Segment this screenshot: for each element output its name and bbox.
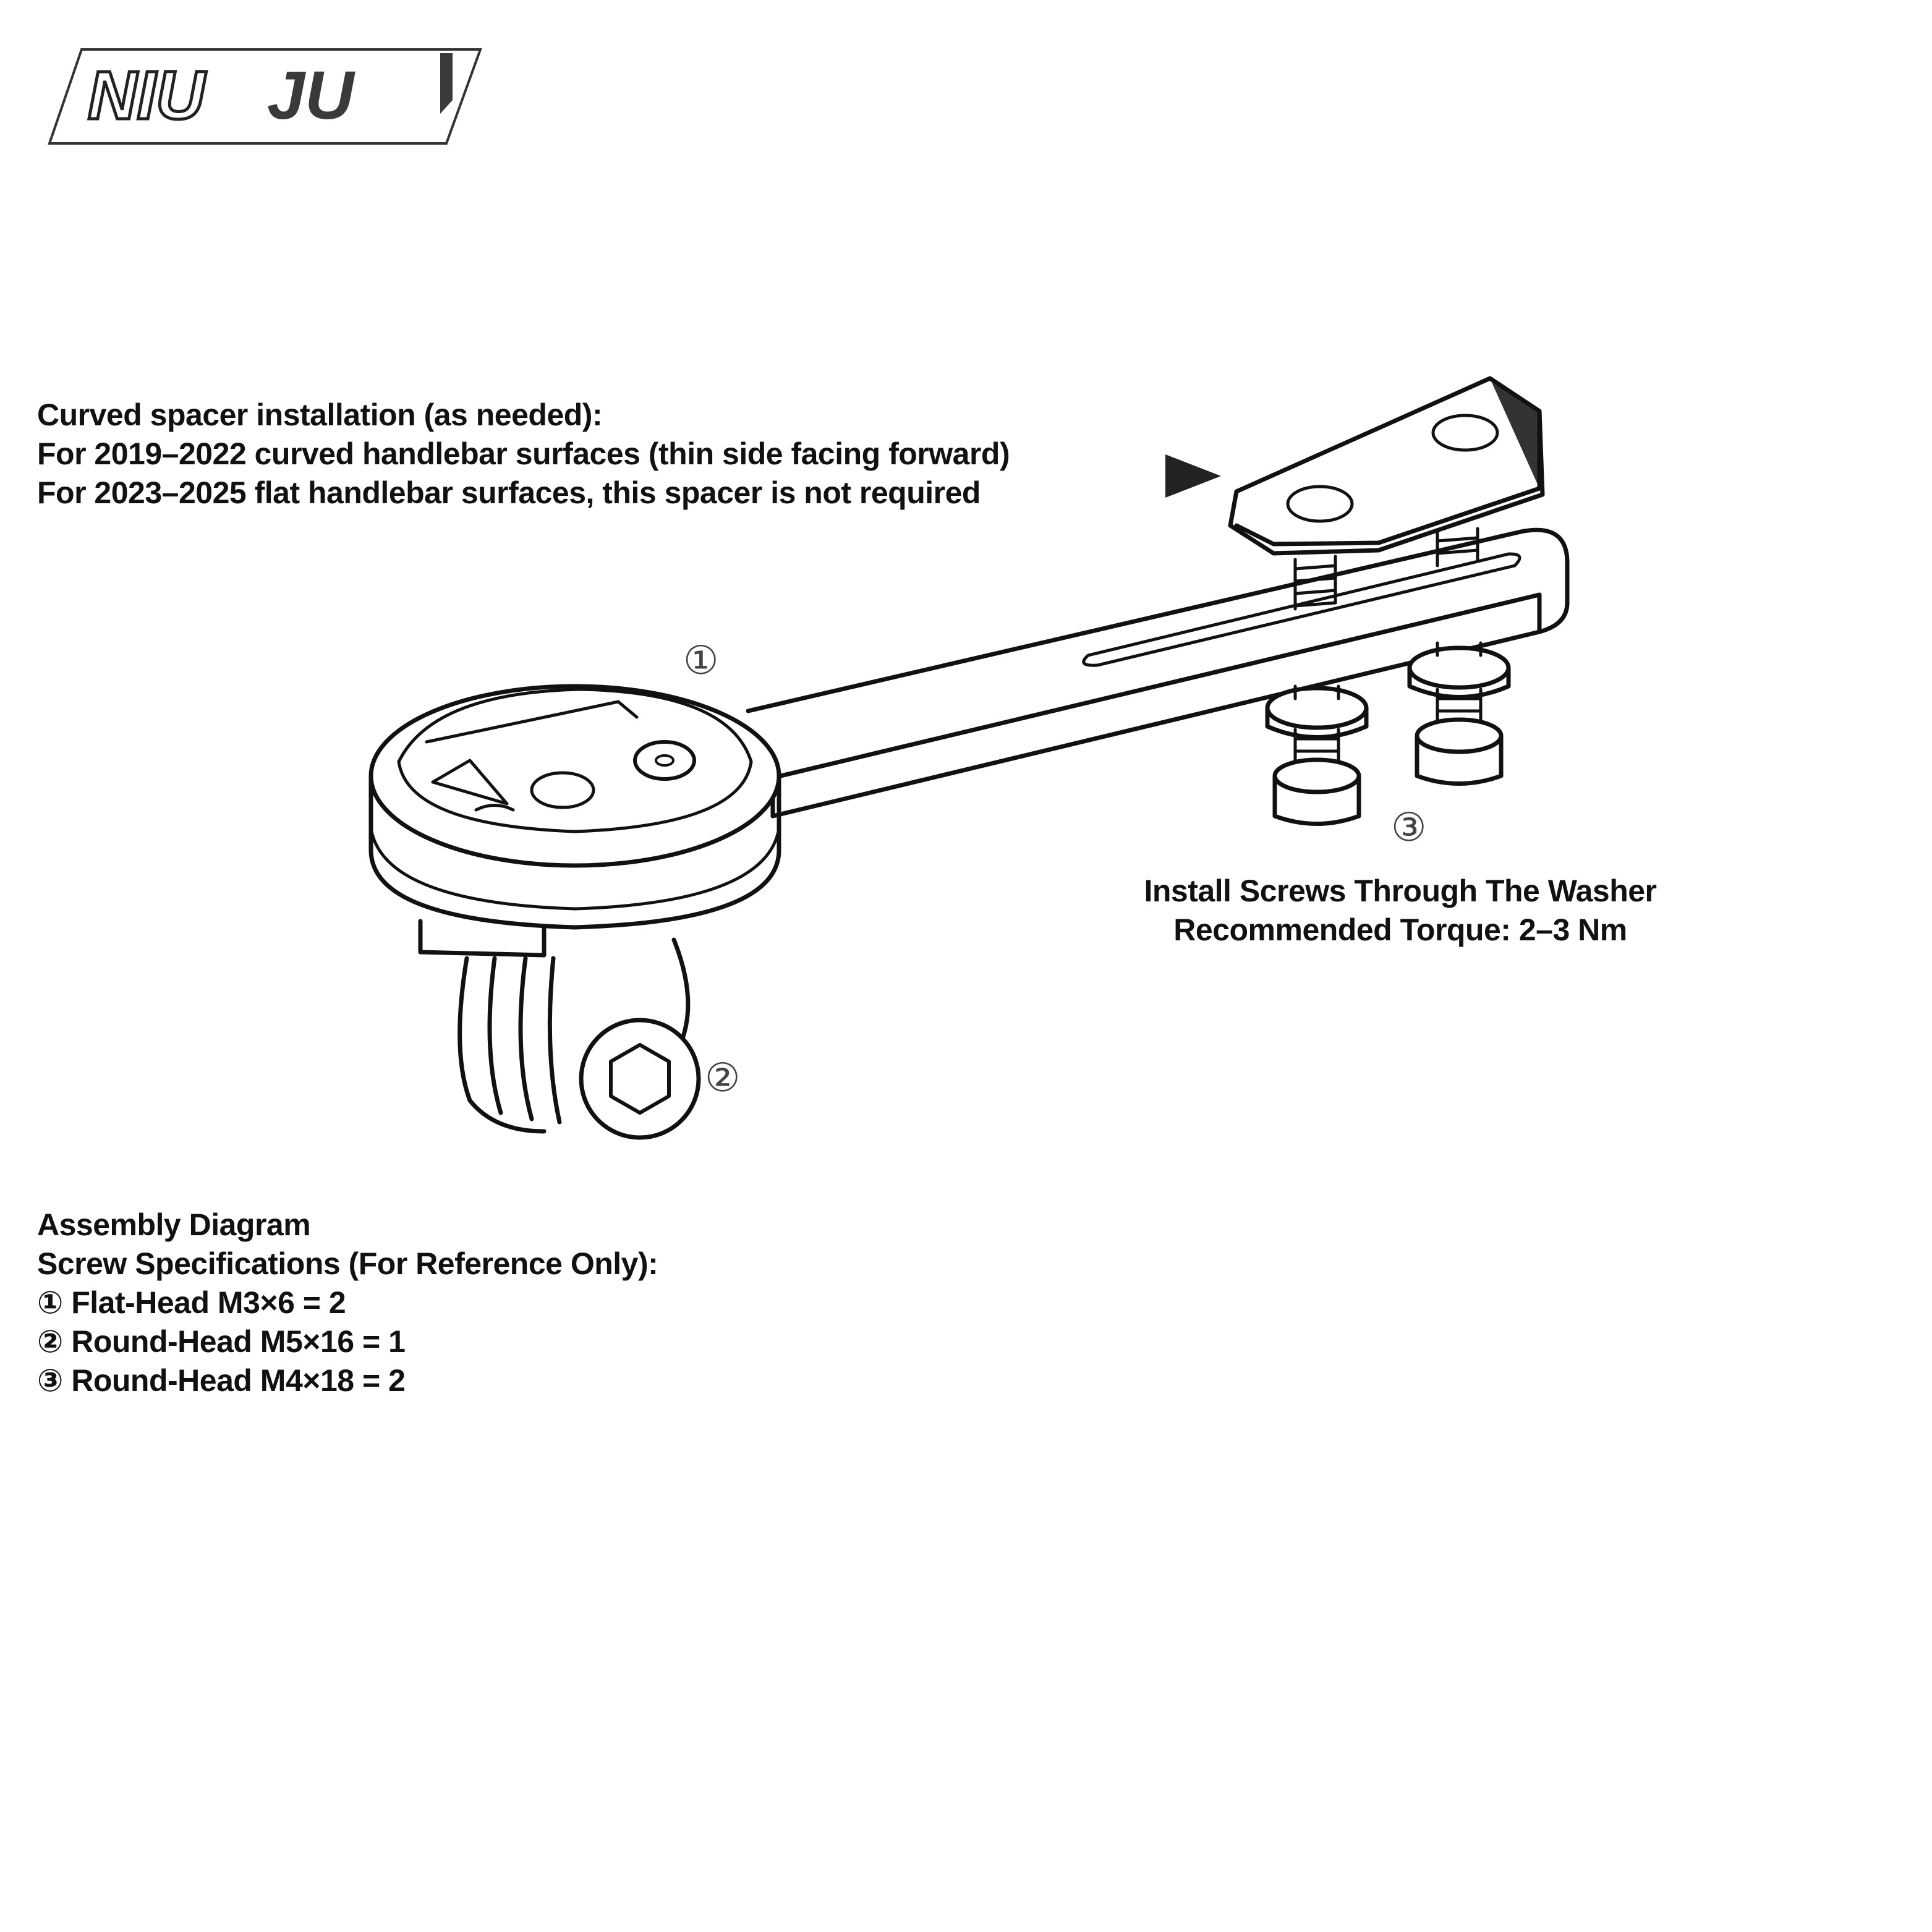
washer-screw-left: [1265, 684, 1369, 826]
washer-torque-note: Install Screws Through The Washer Recomm…: [1107, 872, 1694, 950]
callout-two: ②: [705, 1055, 740, 1101]
spec-item: ② Round-Head M5×16 = 1: [37, 1324, 406, 1359]
mount-cradle: [397, 687, 753, 833]
washer-note-line: Install Screws Through The Washer: [1144, 874, 1657, 908]
niuju-logo: NIU JU: [48, 48, 482, 145]
logo-frame: [48, 48, 482, 145]
screw-specifications: Assembly Diagram Screw Specifications (F…: [37, 1206, 658, 1400]
spec-item: ① Flat-Head M3×6 = 2: [37, 1285, 346, 1320]
washer-screw-right: [1407, 641, 1511, 786]
specs-subtitle: Screw Specifications (For Reference Only…: [37, 1246, 658, 1281]
torque-note-line: Recommended Torque: 2–3 Nm: [1173, 913, 1627, 947]
spacer-note-line: For 2023–2025 flat handlebar surfaces, t…: [37, 475, 981, 510]
mount-head: [368, 684, 781, 930]
spacer-note-line: For 2019–2022 curved handlebar surfaces …: [37, 436, 1010, 471]
specs-title: Assembly Diagram: [37, 1207, 311, 1242]
hex-socket-icon: [609, 1043, 671, 1115]
flat-head-screw-1: [633, 740, 696, 781]
curved-spacer: [1228, 376, 1545, 556]
spacer-installation-note: Curved spacer installation (as needed): …: [37, 396, 1010, 513]
callout-three: ③: [1391, 805, 1426, 851]
arm-slot: [1082, 552, 1521, 667]
spacer-note-line: Curved spacer installation (as needed):: [37, 398, 603, 432]
gopro-adapter: [418, 919, 701, 1140]
pointer-arrow-icon: [1165, 454, 1221, 498]
spec-item: ③ Round-Head M4×18 = 2: [37, 1363, 406, 1398]
logo-text-left: NIU: [88, 57, 206, 134]
callout-one: ①: [683, 638, 718, 684]
logo-accent-mark: [440, 53, 453, 114]
screw-shafts-upper: [1293, 527, 1479, 611]
logo-text-right: JU: [267, 57, 355, 134]
